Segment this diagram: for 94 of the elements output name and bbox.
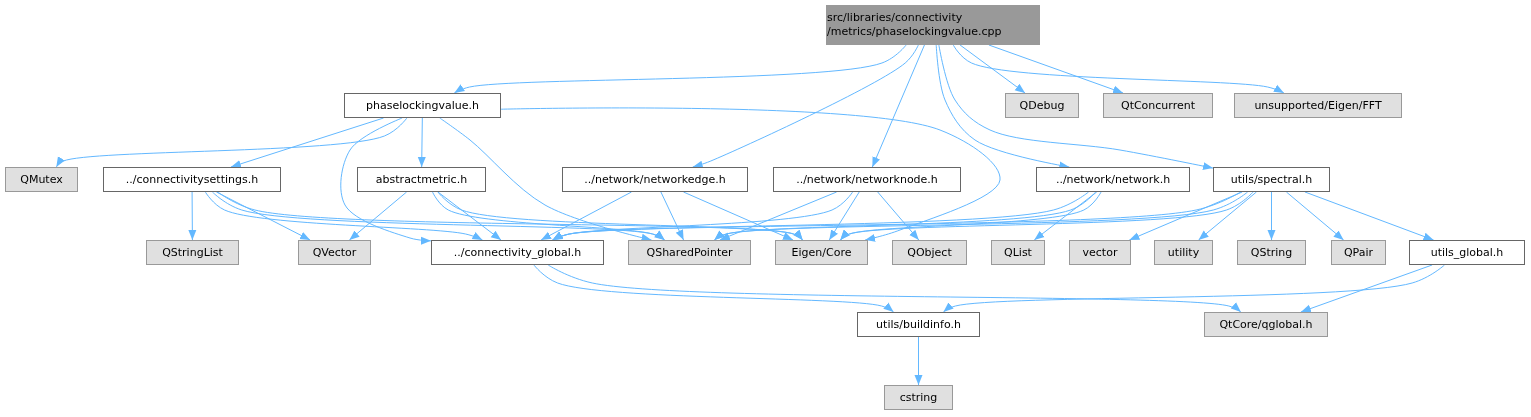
- external-header-node: [892, 240, 967, 265]
- file-name: QMutex: [20, 173, 63, 186]
- arrow: [959, 44, 1026, 94]
- external-header-node: [884, 385, 953, 410]
- file-name: src/libraries/connectivity /metrics/phaselockingvalue.cpp: [827, 10, 1003, 40]
- arrow: [439, 117, 652, 242]
- arrow: [871, 44, 925, 168]
- header-node: [773, 167, 961, 192]
- external-header-node: [1154, 240, 1213, 265]
- arrow: [55, 117, 408, 168]
- file-name: ../connectivitysettings.h: [125, 173, 259, 186]
- arrow: [1033, 191, 1098, 241]
- arrow: [683, 191, 794, 241]
- arrow: [719, 191, 838, 241]
- file-name: Eigen/Core: [791, 246, 852, 259]
- arrow: [828, 191, 860, 241]
- arrow: [417, 117, 426, 168]
- external-header-node: [5, 167, 78, 192]
- arrow: [188, 191, 197, 241]
- external-header-node: [991, 240, 1045, 265]
- external-header-node: [1237, 240, 1306, 265]
- external-header-node: [298, 240, 371, 265]
- header-node: [103, 167, 281, 192]
- file-name: QtConcurrent: [1120, 99, 1195, 112]
- arrow: [713, 191, 1249, 241]
- file-name: QVector: [312, 246, 357, 259]
- file-name: utils_global.h: [1430, 246, 1504, 259]
- external-header-node: [1069, 240, 1131, 265]
- file-name: unsupported/Eigen/FFT: [1254, 99, 1382, 112]
- header-node: [1409, 240, 1525, 265]
- file-name: abstractmetric.h: [375, 173, 468, 186]
- header-node: [431, 240, 604, 265]
- arrow: [877, 191, 920, 241]
- file-name: QList: [1004, 246, 1032, 259]
- arrow: [952, 44, 1285, 94]
- arrow: [432, 191, 666, 241]
- arrow: [453, 44, 907, 94]
- file-name: QPair: [1343, 246, 1374, 259]
- header-node: [1036, 167, 1190, 192]
- header-node: [1213, 167, 1330, 192]
- arrow: [437, 191, 804, 241]
- arrow: [1267, 191, 1276, 241]
- file-node: [826, 5, 1040, 45]
- header-node: [344, 93, 501, 118]
- arrow: [1300, 264, 1433, 313]
- arrow: [437, 191, 502, 241]
- arrow: [692, 44, 919, 169]
- arrow: [547, 264, 1242, 313]
- external-header-node: [146, 240, 239, 265]
- external-header-node: [1103, 93, 1213, 118]
- header-node: [857, 312, 980, 337]
- external-header-node: [1234, 93, 1402, 118]
- file-name: QtCore/qglobal.h: [1219, 318, 1313, 331]
- arrow: [340, 117, 432, 245]
- file-name: QString: [1250, 246, 1293, 259]
- arrow: [1128, 191, 1243, 241]
- file-name: QObject: [907, 246, 952, 259]
- arrow: [552, 191, 1242, 241]
- external-header-node: [1331, 240, 1386, 265]
- external-header-node: [1005, 93, 1079, 118]
- file-name: QSharedPointer: [646, 246, 733, 259]
- arrow: [500, 107, 1001, 242]
- arrow: [1285, 191, 1345, 241]
- arrow: [348, 191, 408, 241]
- file-name: utils/buildinfo.h: [876, 318, 961, 331]
- file-name: vector: [1082, 246, 1118, 259]
- file-name: ../network/networknode.h: [796, 173, 938, 186]
- arrow: [1198, 191, 1257, 241]
- arrow: [988, 44, 1124, 94]
- arrow: [215, 191, 311, 241]
- file-name: cstring: [899, 391, 938, 404]
- arrow: [938, 44, 1214, 170]
- external-header-node: [1204, 312, 1328, 337]
- arrow: [914, 336, 923, 386]
- arrow: [533, 264, 895, 313]
- arrow: [204, 191, 483, 241]
- file-name: QDebug: [1019, 99, 1065, 112]
- file-name: utils/spectral.h: [1230, 173, 1313, 186]
- file-name: utility: [1167, 246, 1200, 259]
- arrow: [230, 117, 385, 168]
- external-header-node: [628, 240, 751, 265]
- header-node: [357, 167, 486, 192]
- arrow: [839, 191, 1254, 241]
- file-name: ../connectivity_global.h: [453, 246, 582, 259]
- arrow: [942, 264, 1445, 313]
- arrow: [1304, 191, 1434, 241]
- file-name: ../network/networkedge.h: [584, 173, 726, 186]
- arrow: [660, 191, 685, 241]
- arrow: [540, 191, 632, 241]
- external-header-node: [775, 240, 868, 265]
- file-name: phaselockingvalue.h: [366, 99, 479, 112]
- header-node: [562, 167, 748, 192]
- file-name: ../network/network.h: [1055, 173, 1171, 186]
- file-name: QStringList: [162, 246, 223, 259]
